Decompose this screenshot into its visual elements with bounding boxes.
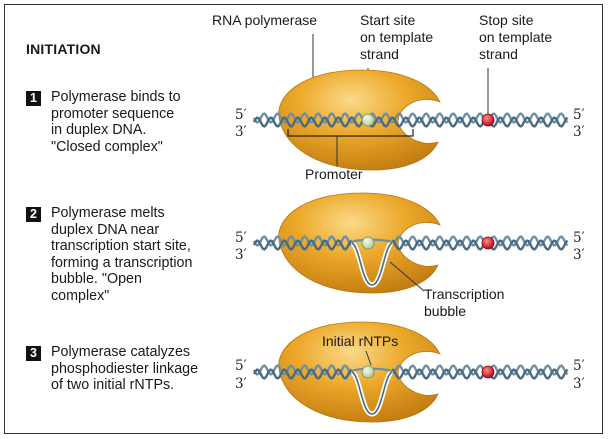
step-3-number: 3: [26, 346, 41, 361]
left-5prime-label-1: 5′: [235, 107, 247, 123]
right-3prime-label-2: 3′: [573, 247, 585, 263]
right-3prime-label-1: 3′: [573, 124, 585, 140]
dna-coding-strand-3: [252, 368, 569, 380]
step-3: 3 Polymerase catalyzes phosphodiester li…: [26, 344, 241, 394]
stop-site-label: Stop site on template strand: [479, 12, 553, 62]
right-5prime-label-2: 5′: [573, 230, 585, 246]
right-3prime-label-3: 3′: [573, 376, 585, 392]
step-1: 1 Polymerase binds to promoter sequence …: [26, 89, 226, 155]
dna-template-strand-1: [252, 112, 569, 124]
promoter-label: Promoter: [305, 166, 363, 182]
rna-polymerase-label: RNA polymerase: [212, 12, 318, 28]
left-3prime-label-3: 3′: [235, 376, 247, 392]
transcription-bubble-3: [351, 371, 393, 415]
right-5prime-label-3: 5′: [573, 358, 585, 374]
start-site-marker-2: [361, 236, 375, 250]
step-1-text: Polymerase binds to promoter sequence in…: [51, 89, 181, 155]
right-5prime-label-1: 5′: [573, 107, 585, 123]
step-2: 2 Polymerase melts duplex DNA near trans…: [26, 205, 241, 304]
stop-site-marker-3: [481, 365, 495, 379]
transcription-bubble-2: [351, 242, 393, 286]
left-5prime-label-3: 5′: [235, 358, 247, 374]
initial-rntps-label: Initial rNTPs: [322, 333, 399, 349]
dna-coding-strand-1: [252, 116, 569, 128]
dna-coding-strand-2: [252, 239, 569, 251]
start-site-label: Start site on template strand: [360, 12, 434, 62]
section-title: INITIATION: [26, 41, 101, 57]
start-site-marker-3: [361, 365, 375, 379]
left-3prime-label-2: 3′: [235, 247, 247, 263]
start-site-marker-1: [361, 113, 375, 127]
left-3prime-label-1: 3′: [235, 124, 247, 140]
step-2-number: 2: [26, 207, 41, 222]
stop-site-marker-1: [481, 113, 495, 127]
step-1-number: 1: [26, 91, 41, 106]
step-3-text: Polymerase catalyzes phosphodiester link…: [51, 344, 199, 393]
promoter-bracket: [287, 129, 414, 137]
stop-site-marker-2: [481, 236, 495, 250]
transcription-bubble-leader: [389, 261, 425, 292]
left-5prime-label-2: 5′: [235, 230, 247, 246]
initial-rntps-leader: [365, 350, 372, 366]
transcription-bubble-label: Transcription bubble: [424, 286, 505, 319]
step-2-text: Polymerase melts duplex DNA near transcr…: [51, 205, 193, 304]
